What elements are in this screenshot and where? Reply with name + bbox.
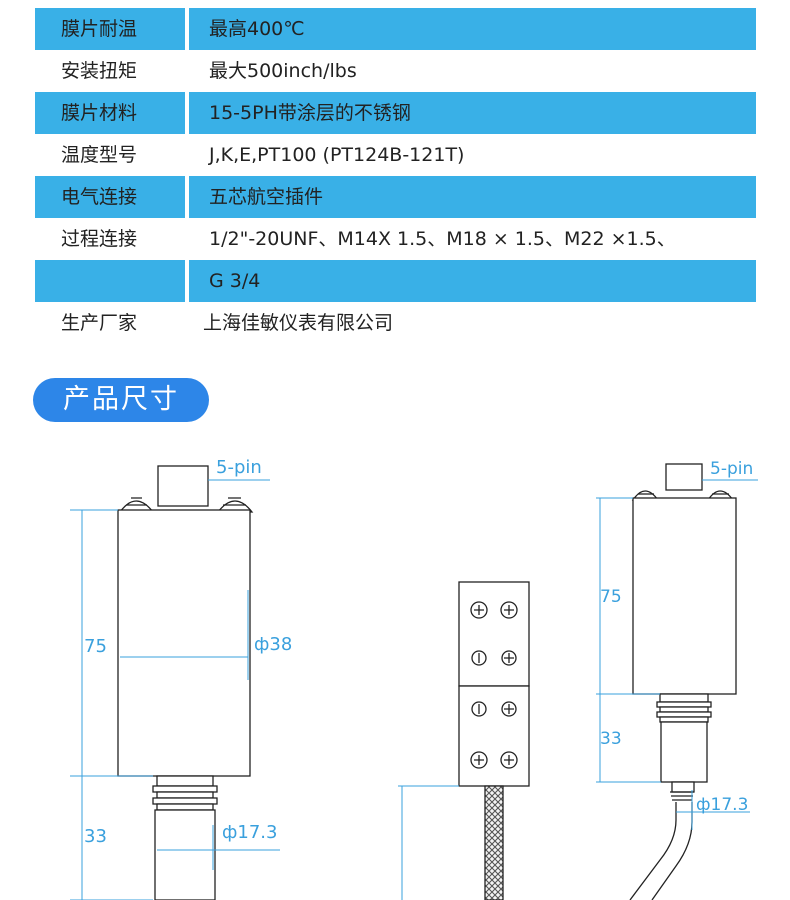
left-diameter-neck: ф17.3 (222, 822, 277, 843)
terminal-plate-lower (458, 685, 530, 787)
spec-row: 膜片材料 15-5PH带涂层的不锈钢 (0, 92, 790, 134)
spec-value: 上海佳敏仪表有限公司 (203, 312, 394, 334)
connector-block (157, 465, 209, 507)
spec-label: 生产厂家 (61, 312, 138, 334)
spec-row: 膜片耐温 最高400℃ (0, 8, 790, 50)
spec-value: 五芯航空插件 (189, 176, 756, 218)
spec-value: J,K,E,PT100 (PT124B-121T) (209, 144, 465, 166)
spec-label: 安装扭矩 (61, 60, 138, 82)
left-pin-label: 5-pin (216, 457, 262, 478)
sensor-neck (154, 809, 216, 900)
dimension-drawing: 5-pin 75 33 ф38 ф17.3 (70, 457, 758, 900)
spec-row: 温度型号 J,K,E,PT100 (PT124B-121T) (0, 134, 790, 176)
spec-row: 过程连接 1/2"-20UNF、M14X 1.5、M18 × 1.5、M22 ×… (0, 218, 790, 260)
spec-label: 电气连接 (35, 176, 185, 218)
left-height-neck: 33 (84, 826, 107, 847)
spec-label (35, 260, 185, 302)
right-height-neck: 33 (600, 729, 622, 749)
spec-value: 15-5PH带涂层的不锈钢 (189, 92, 756, 134)
sensor-body (117, 509, 251, 777)
left-height-body: 75 (84, 636, 107, 657)
spec-label: 膜片耐温 (35, 8, 185, 50)
terminal-plate-upper (458, 581, 530, 687)
spec-value: G 3/4 (189, 260, 756, 302)
left-view (117, 465, 254, 900)
spec-label: 过程连接 (61, 228, 138, 250)
spec-row: 生产厂家 上海佳敏仪表有限公司 (0, 302, 790, 344)
spec-label: 膜片材料 (35, 92, 185, 134)
spec-value: 最高400℃ (189, 8, 756, 50)
section-title: 产品尺寸 (33, 378, 209, 422)
right-diameter-neck: ф17.3 (696, 795, 748, 815)
spec-row: G 3/4 (0, 260, 790, 302)
right-sensor-body (632, 497, 737, 695)
right-height-body: 75 (600, 587, 622, 607)
right-connector-block (665, 463, 703, 491)
right-sensor-neck (660, 721, 708, 783)
right-pin-label: 5-pin (710, 459, 753, 479)
middle-view (458, 581, 530, 900)
spec-row: 安装扭矩 最大500inch/lbs (0, 50, 790, 92)
spec-value: 1/2"-20UNF、M14X 1.5、M18 × 1.5、M22 ×1.5、 (209, 228, 676, 250)
spec-value: 最大500inch/lbs (209, 60, 357, 82)
spec-label: 温度型号 (61, 144, 138, 166)
braided-cable (484, 785, 504, 900)
right-view (629, 463, 737, 900)
spec-row: 电气连接 五芯航空插件 (0, 176, 790, 218)
left-diameter-body: ф38 (254, 634, 292, 655)
